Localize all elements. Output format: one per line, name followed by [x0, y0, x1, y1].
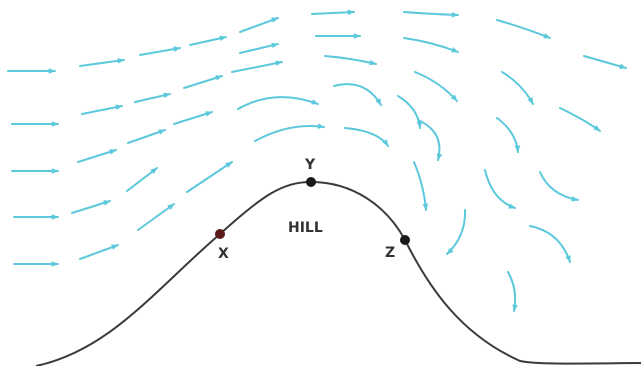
wind-arrow — [496, 117, 521, 153]
point-y-marker — [306, 177, 316, 187]
wind-arrow — [484, 169, 516, 209]
wind-arrow — [333, 83, 382, 106]
hill-label: HILL — [288, 220, 323, 236]
wind-arrow — [77, 149, 117, 163]
wind-arrow — [507, 271, 518, 312]
wind-arrow — [446, 209, 467, 255]
wind-arrow — [139, 46, 181, 56]
wind-arrow — [254, 123, 325, 142]
point-y-label: Y — [304, 157, 316, 173]
wind-arrow — [183, 75, 223, 89]
wind-arrow — [189, 35, 227, 46]
point-x-label: X — [218, 246, 229, 262]
wind-arrows — [7, 9, 627, 312]
wind-arrow — [239, 17, 279, 33]
wind-arrow — [126, 167, 158, 192]
wind-arrow — [397, 95, 423, 129]
wind-arrow — [413, 161, 429, 211]
wind-arrow — [403, 11, 459, 18]
wind-arrow — [559, 107, 601, 132]
wind-arrow — [127, 129, 166, 144]
point-z-marker — [400, 235, 410, 245]
wind-arrow — [583, 55, 627, 69]
wind-arrow — [311, 9, 355, 16]
point-z-label: Z — [385, 245, 395, 261]
wind-arrow — [173, 111, 213, 125]
hill-ground-line — [35, 180, 641, 366]
wind-arrow — [137, 203, 175, 231]
wind-arrow — [231, 60, 283, 73]
wind-arrow — [539, 171, 579, 202]
wind-arrow — [81, 104, 123, 115]
wind-arrow — [71, 200, 111, 214]
wind-arrow — [417, 119, 443, 161]
wind-arrow — [324, 55, 377, 66]
wind-arrow — [529, 225, 571, 263]
wind-arrow — [134, 92, 171, 103]
point-x-marker — [215, 229, 225, 239]
wind-arrow — [414, 71, 458, 102]
wind-arrow — [186, 161, 233, 193]
wind-arrow — [237, 96, 319, 110]
wind-arrow — [496, 19, 551, 39]
wind-arrow — [239, 42, 279, 54]
wind-arrow — [344, 127, 389, 147]
wind-arrow — [403, 37, 459, 53]
wind-arrow — [501, 71, 534, 105]
wind-arrow — [79, 244, 119, 260]
wind-arrow — [79, 58, 125, 67]
